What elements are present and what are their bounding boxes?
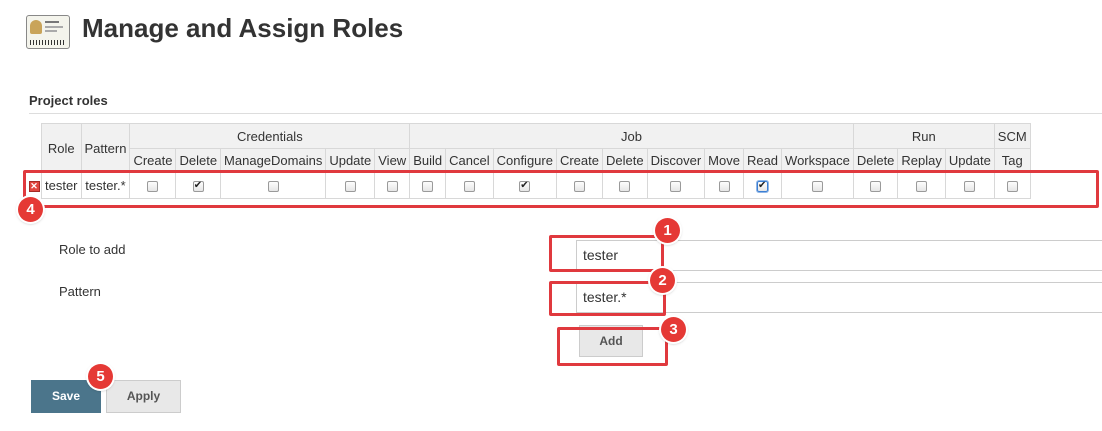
permission-header: View: [374, 148, 411, 173]
group-header-credentials: Credentials: [129, 123, 411, 149]
role-column-header: Role: [41, 123, 82, 173]
permission-header: Create: [129, 148, 177, 173]
permission-header: Cancel: [445, 148, 494, 173]
permission-cell: [325, 172, 376, 199]
permission-header: Delete: [852, 148, 899, 173]
group-header-job: Job: [409, 123, 854, 149]
pattern-label: Pattern: [59, 284, 101, 299]
permission-header: Create: [555, 148, 604, 173]
permission-cell: [852, 172, 899, 199]
permission-cell: [602, 172, 648, 199]
table-row: ✕ tester tester.*: [27, 172, 1031, 199]
callout-box-role-input: [549, 235, 664, 272]
callout-box-add-button: [557, 327, 668, 366]
callout-badge-1: 1: [655, 218, 680, 243]
permission-header: Read: [742, 148, 783, 173]
permission-cell: [742, 172, 783, 199]
permission-header: Build: [409, 148, 447, 173]
group-header-scm: SCM: [993, 123, 1031, 149]
permission-checkbox[interactable]: [811, 181, 823, 193]
permission-cell: [220, 172, 327, 199]
permission-cell: [129, 172, 177, 199]
group-header-run: Run: [852, 123, 995, 149]
permission-cell: [492, 172, 557, 199]
permission-cell: [781, 172, 854, 199]
id-card-icon: [26, 15, 70, 49]
permission-checkbox[interactable]: [344, 181, 356, 193]
permission-checkbox[interactable]: [386, 181, 398, 193]
add-button[interactable]: Add: [579, 325, 643, 357]
role-to-add-label: Role to add: [59, 242, 126, 257]
permission-header: Update: [325, 148, 376, 173]
permission-checkbox[interactable]: [964, 181, 976, 193]
callout-box-pattern-input: [549, 281, 666, 316]
permission-header: Replay: [897, 148, 946, 173]
permission-header: Tag: [993, 148, 1031, 173]
callout-badge-4: 4: [18, 197, 43, 222]
section-title: Project roles: [29, 93, 108, 108]
permission-checkbox[interactable]: [1006, 181, 1018, 193]
permission-checkbox[interactable]: [267, 181, 279, 193]
permission-header: Configure: [492, 148, 557, 173]
save-button[interactable]: Save: [31, 380, 101, 413]
permission-cell: [704, 172, 744, 199]
pattern-column-header: Pattern: [80, 123, 131, 173]
role-pattern-cell: tester.*: [80, 172, 131, 199]
permission-cell: [555, 172, 604, 199]
permission-checkbox[interactable]: [718, 181, 730, 193]
permission-header: Delete: [602, 148, 648, 173]
permission-cell: [374, 172, 411, 199]
permission-checkbox[interactable]: [463, 181, 475, 193]
permission-cell: [897, 172, 946, 199]
permission-header: Discover: [646, 148, 706, 173]
permission-cell: [944, 172, 995, 199]
callout-badge-3: 3: [661, 317, 686, 342]
callout-box-table-row: [23, 170, 1099, 208]
callout-badge-5: 5: [88, 364, 113, 389]
permission-header: Move: [704, 148, 744, 173]
permission-header: Update: [944, 148, 995, 173]
permission-checkbox[interactable]: [192, 180, 204, 193]
permission-cell: [445, 172, 494, 199]
permission-cell: [993, 172, 1031, 199]
project-roles-table: Role Pattern Credentials Job Run SCM Cre…: [27, 123, 1031, 199]
page-title: Manage and Assign Roles: [82, 13, 404, 43]
permission-checkbox[interactable]: [519, 180, 531, 193]
permission-header: Delete: [175, 148, 222, 173]
permission-checkbox[interactable]: [916, 181, 928, 193]
permission-header: ManageDomains: [220, 148, 327, 173]
role-name-cell: tester: [41, 172, 82, 199]
delete-role-icon[interactable]: ✕: [28, 181, 40, 193]
callout-badge-2: 2: [650, 268, 675, 293]
permission-checkbox[interactable]: [870, 181, 882, 193]
permission-cell: [646, 172, 706, 199]
permission-checkbox[interactable]: [573, 181, 585, 193]
permission-checkbox[interactable]: [756, 180, 768, 193]
permission-checkbox[interactable]: [147, 181, 159, 193]
permission-checkbox[interactable]: [670, 181, 682, 193]
permission-checkbox[interactable]: [422, 181, 434, 193]
section-divider: [29, 113, 1102, 114]
apply-button[interactable]: Apply: [106, 380, 181, 413]
permission-header: Workspace: [781, 148, 854, 173]
permission-checkbox[interactable]: [619, 181, 631, 193]
permission-cell: [409, 172, 447, 199]
permission-cell: [175, 172, 222, 199]
